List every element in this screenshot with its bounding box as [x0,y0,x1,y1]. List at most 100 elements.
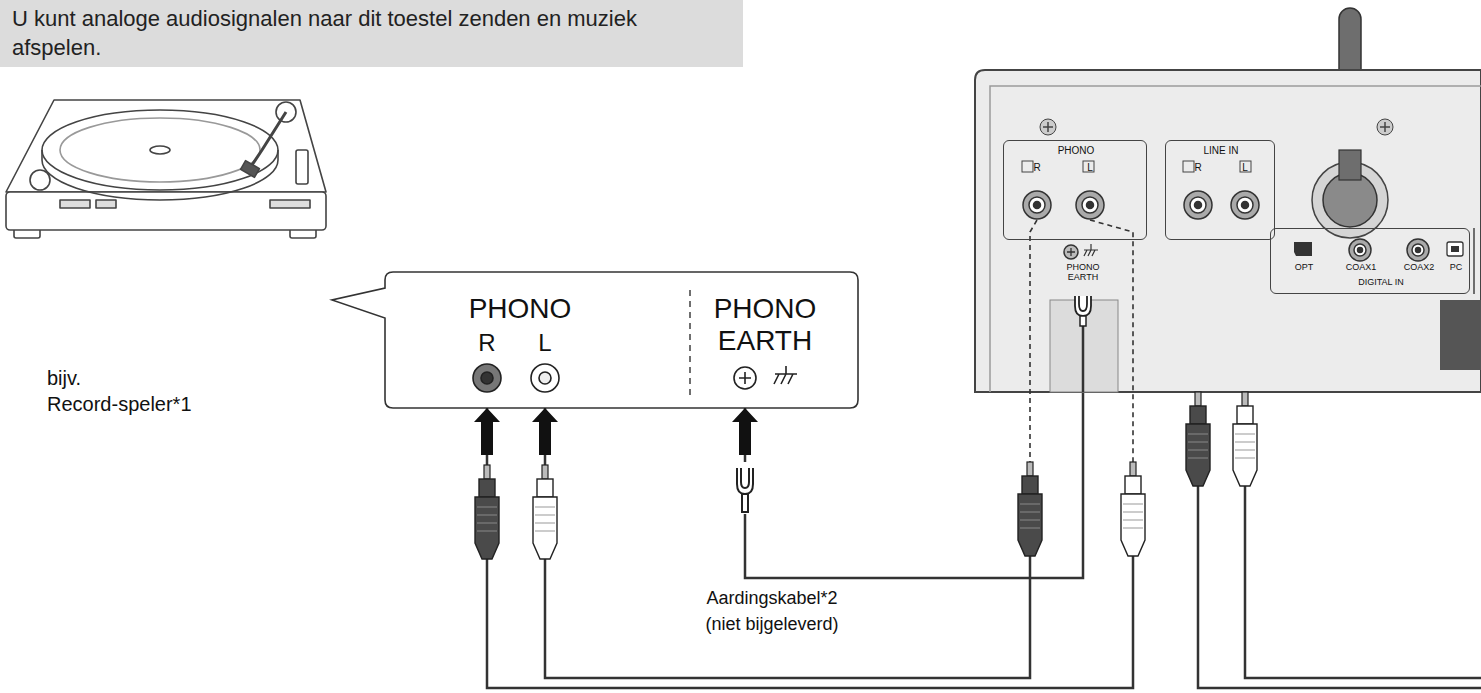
rca-plug [477,523,497,524]
device-rear-panel [1339,150,1361,180]
node-text: PHONO EARTH [695,293,835,357]
line-in-cable [1198,470,1481,688]
callout-jacks [473,364,797,392]
rca-plug [535,531,555,532]
callout-jacks [473,364,501,392]
line-in-cable [1245,470,1481,678]
record-player [6,100,326,238]
rca-plug [1020,512,1040,513]
device-rear-panel [1380,122,1390,132]
rca-plug [1233,424,1257,486]
rca-plug [1235,434,1255,435]
device-rear-panel [1237,197,1253,213]
record-player [30,170,50,190]
device-rear-panel [1023,191,1429,261]
callout-jacks [481,372,493,384]
device-rear-panel [1030,220,1037,462]
device-rear-panel [1231,191,1259,219]
callout-jacks [539,372,551,384]
rca-plug [1020,520,1040,521]
device-rear-panel [1043,122,1053,132]
rca-plug [1020,528,1040,529]
rca-plug [1027,462,1033,476]
earth-spade [733,462,757,514]
insert-arrows [474,408,758,455]
device-rear-panel [1377,119,1393,135]
device-rear-panel [1183,161,1194,172]
rca-plug [1188,434,1208,435]
record-player [42,110,278,190]
phono-earth-terminal: PHONO EARTH [1050,242,1116,292]
earth-callout-section: PHONO EARTH [690,285,840,405]
record-player [96,200,116,208]
rca-plug [535,523,555,524]
phono-callout-section: PHONORL [430,285,670,405]
device-rear-panel [1358,248,1363,253]
device-rear-panel [1075,296,1091,316]
caption-label: (niet bijgeleverd) [705,614,838,636]
rca-plug [1186,424,1210,486]
caption-label: bijv. [47,366,81,390]
rca-plug [1190,406,1206,424]
record-player [250,112,286,168]
record-player [270,200,310,208]
device-rear-panel [1447,242,1463,256]
rca-plug [1022,476,1038,494]
insert-arrows [532,408,558,455]
earth-spade [733,462,757,514]
rca-plug [1123,520,1143,521]
rca-plug [1242,392,1248,406]
node-text: R [478,329,495,357]
device-rear-panel [1040,119,1056,135]
insert-arrows [732,408,758,455]
rca-plug [477,531,497,532]
device-rear-panel [1030,220,1133,462]
rca-plug [1186,392,1210,486]
device-rear-panel [975,8,1481,463]
device-rear-panel [1022,161,1033,172]
record-player [296,150,308,184]
rca-plug [1123,504,1143,505]
device-rear-panel [1029,197,1045,213]
node-text: PC [1450,262,1463,272]
rca-plug [477,515,497,516]
rca-plug [1188,458,1208,459]
node-text: L [538,329,551,357]
earth-spade [737,468,753,494]
rca-plug [1188,442,1208,443]
record-player [60,200,90,208]
caption-label: Aardingskabel*2 [706,588,837,610]
node-text: DIGITAL IN [1358,277,1404,287]
earth-spade [742,494,748,512]
rca-plug [1235,450,1255,451]
node-text: U kunt analoge audiosignalen naar dit to… [12,5,731,62]
device-rear-panel [1440,300,1481,370]
node-text: LINE IN [1203,145,1238,157]
rca-plug [533,497,557,559]
device-rear-panel [1412,244,1424,256]
rca-plug [1121,462,1145,556]
rca-plug [533,465,557,559]
callout-jacks [734,367,756,389]
rca-plug [1018,462,1042,556]
device-rear-panel [1080,316,1086,326]
device-rear-panel [1195,202,1202,209]
rca-plug [475,497,499,559]
digital-in-box: OPTCOAX1COAX2PCDIGITAL IN [1270,228,1470,294]
rca-plug [1235,458,1255,459]
caption-label: Record-speler*1 [47,392,192,416]
record-player [241,161,260,178]
device-rear-panel [1451,246,1459,252]
node-text: COAX2 [1404,262,1435,272]
rca-plug [1188,450,1208,451]
device-rear-panel [1064,245,1078,259]
rca-plug [1233,392,1257,486]
rca-plug [535,515,555,516]
rca-plug [535,507,555,508]
rca-plug [1237,406,1253,424]
record-player [60,118,260,182]
rca-plug [542,465,548,479]
rca-plug [1121,494,1145,556]
callout-jacks [774,366,797,384]
